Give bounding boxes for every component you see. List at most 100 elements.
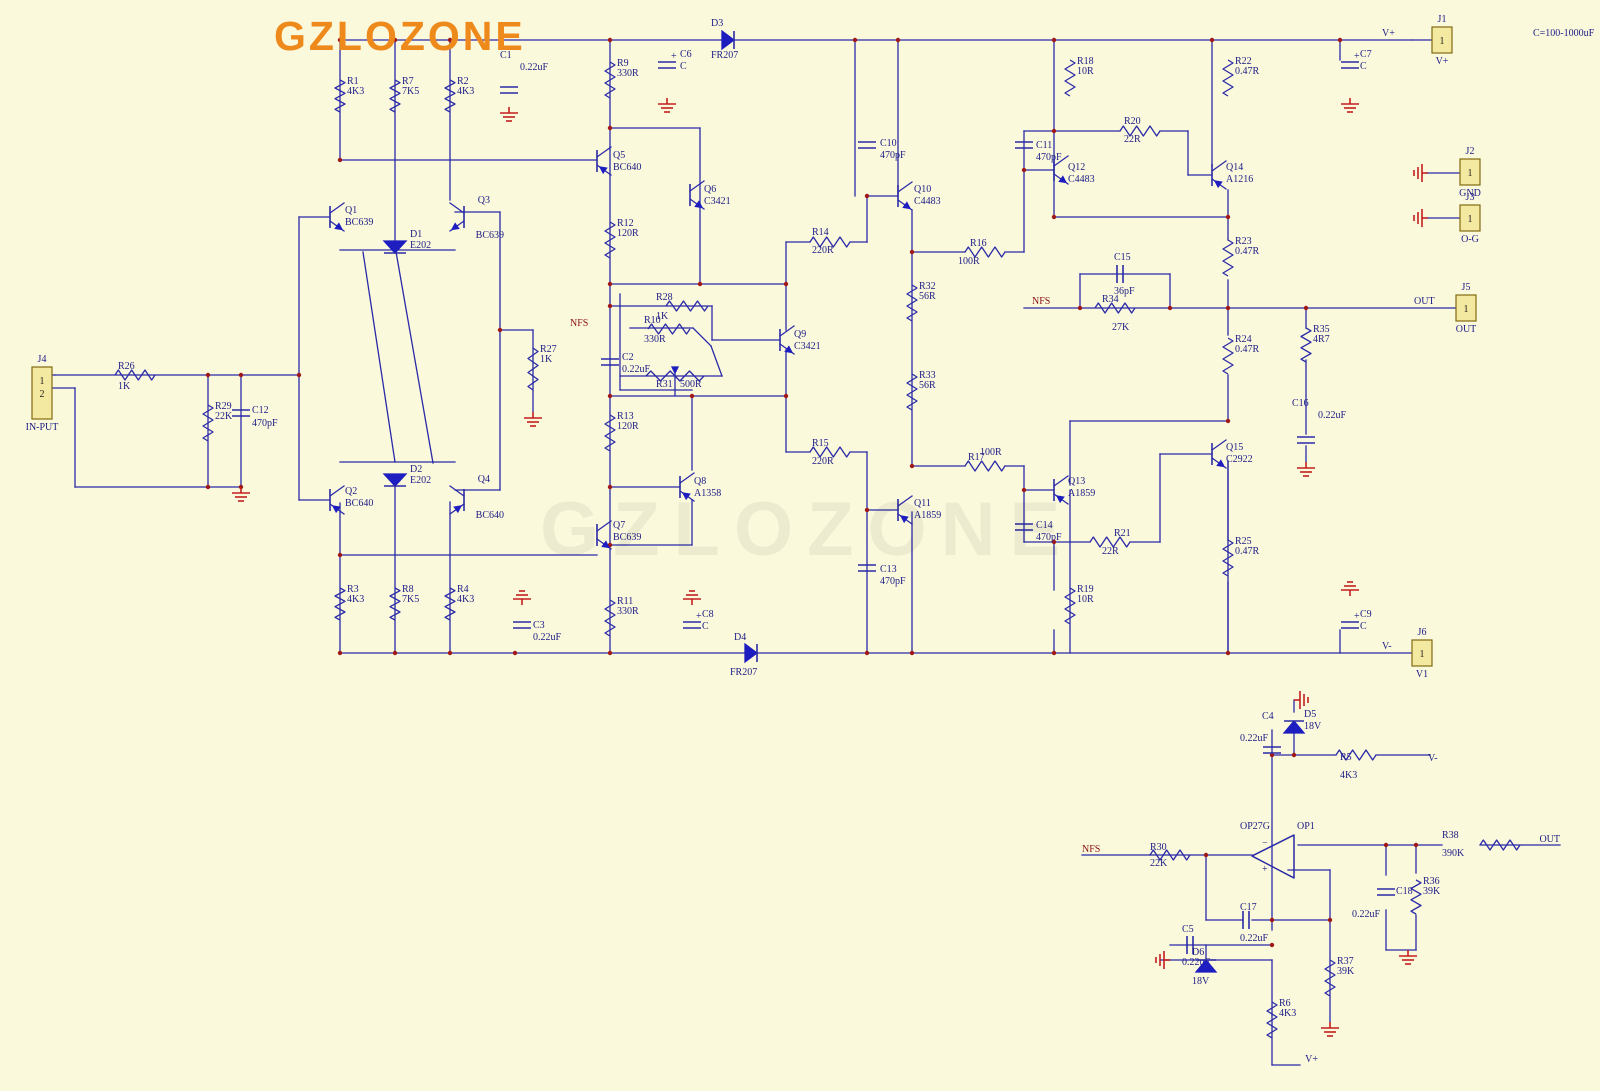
capacitor-ref: C15 (1114, 252, 1131, 263)
transistor-part: BC640 (476, 510, 504, 521)
transistor-part: C4483 (914, 196, 941, 207)
connector-body (1411, 639, 1433, 667)
ground-icon (512, 590, 532, 606)
transistor-arrow (334, 222, 344, 231)
ground-icon (1413, 163, 1429, 183)
resistor-body (1324, 959, 1336, 997)
junction-dot (497, 327, 503, 333)
capacitor-value: C (1360, 61, 1367, 72)
junction-dot (447, 37, 453, 43)
transistor-arrow (601, 540, 611, 549)
resistor-value: 39K (1423, 886, 1441, 897)
resistor-ref: R33 (919, 370, 936, 381)
resistor-body (334, 79, 346, 113)
resistor-value: 330R (617, 606, 639, 617)
resistor-body (906, 284, 918, 322)
net-label: OUT (1414, 296, 1435, 307)
diode-ref: D2 (410, 464, 422, 475)
transistor-ref: Q4 (478, 474, 490, 485)
capacitor: C10.22uF (500, 50, 549, 94)
junction-dot (337, 157, 343, 163)
transistor-collector (679, 472, 695, 484)
capacitor-value: 470pF (1036, 532, 1062, 543)
transistor-part: BC639 (613, 532, 641, 543)
net-label: NFS (1032, 296, 1050, 307)
junction-dot (895, 37, 901, 43)
opamp-pin-label: − (1262, 838, 1268, 849)
resistor-value: 22R (1124, 134, 1141, 145)
junction-dot (296, 372, 302, 378)
capacitor-ref: C4 (1262, 711, 1274, 722)
resistor-body (444, 79, 456, 113)
resistor-ref: R16 (970, 238, 987, 249)
resistor-body (1222, 337, 1234, 375)
resistor-ref: R24 (1235, 334, 1252, 345)
parts-layer: R14K3R77K5R24K3R34K3R87K5R44K3R9330RR121… (26, 14, 1521, 1039)
opamp-outline (1251, 834, 1295, 879)
capacitor: C20.22uF (601, 352, 651, 375)
connector-body (1431, 26, 1453, 54)
resistor-ref: R11 (617, 596, 633, 607)
resistor-ref: R14 (812, 227, 829, 238)
wire (692, 327, 712, 347)
transistor-part: A1216 (1226, 174, 1253, 185)
net-label: V- (1428, 753, 1438, 764)
junction-dot (607, 650, 613, 656)
wire (710, 345, 723, 377)
junction-dot (1021, 167, 1027, 173)
transistor-part: BC640 (613, 162, 641, 173)
resistor-value: 7K5 (402, 86, 419, 97)
resistor-body (1222, 239, 1234, 277)
junction-dot (238, 372, 244, 378)
junction-dot (783, 281, 789, 287)
junction-dot (512, 650, 518, 656)
capacitor-value: 470pF (1036, 152, 1062, 163)
resistor-body (444, 587, 456, 621)
resistor-body (1149, 849, 1191, 861)
capacitor-ref: C18 (1396, 886, 1413, 897)
resistor-value: 0.47R (1235, 246, 1260, 257)
junction-dot (909, 650, 915, 656)
resistor-ref: R38 (1442, 830, 1459, 841)
ground-icon (657, 97, 677, 113)
resistor-value: 4K3 (347, 594, 364, 605)
connector-pin: 1 (1420, 649, 1425, 660)
diode-ref: D3 (711, 18, 723, 29)
potentiometer-wiper (670, 366, 680, 375)
resistor-value: 330R (644, 334, 666, 345)
resistor-ref: R26 (118, 361, 135, 372)
connector-pin: 2 (40, 389, 45, 400)
transistor-arrow (1216, 459, 1226, 468)
connector-body (1459, 158, 1481, 186)
resistor-value: 500R (680, 379, 702, 390)
resistor-value: 220R (812, 456, 834, 467)
diode-ref: D5 (1304, 709, 1316, 720)
resistor-body (1222, 59, 1234, 97)
junction-dot (1051, 214, 1057, 220)
junction-dot (1225, 214, 1231, 220)
transistor-part: A1358 (694, 488, 721, 499)
resistor-body (1119, 125, 1161, 137)
connector-net: IN-PUT (26, 422, 59, 433)
junction-dot (607, 37, 613, 43)
junction-dot (909, 249, 915, 255)
capacitor-value: 36pF (1114, 286, 1135, 297)
capacitor: +C7C (1341, 49, 1372, 72)
